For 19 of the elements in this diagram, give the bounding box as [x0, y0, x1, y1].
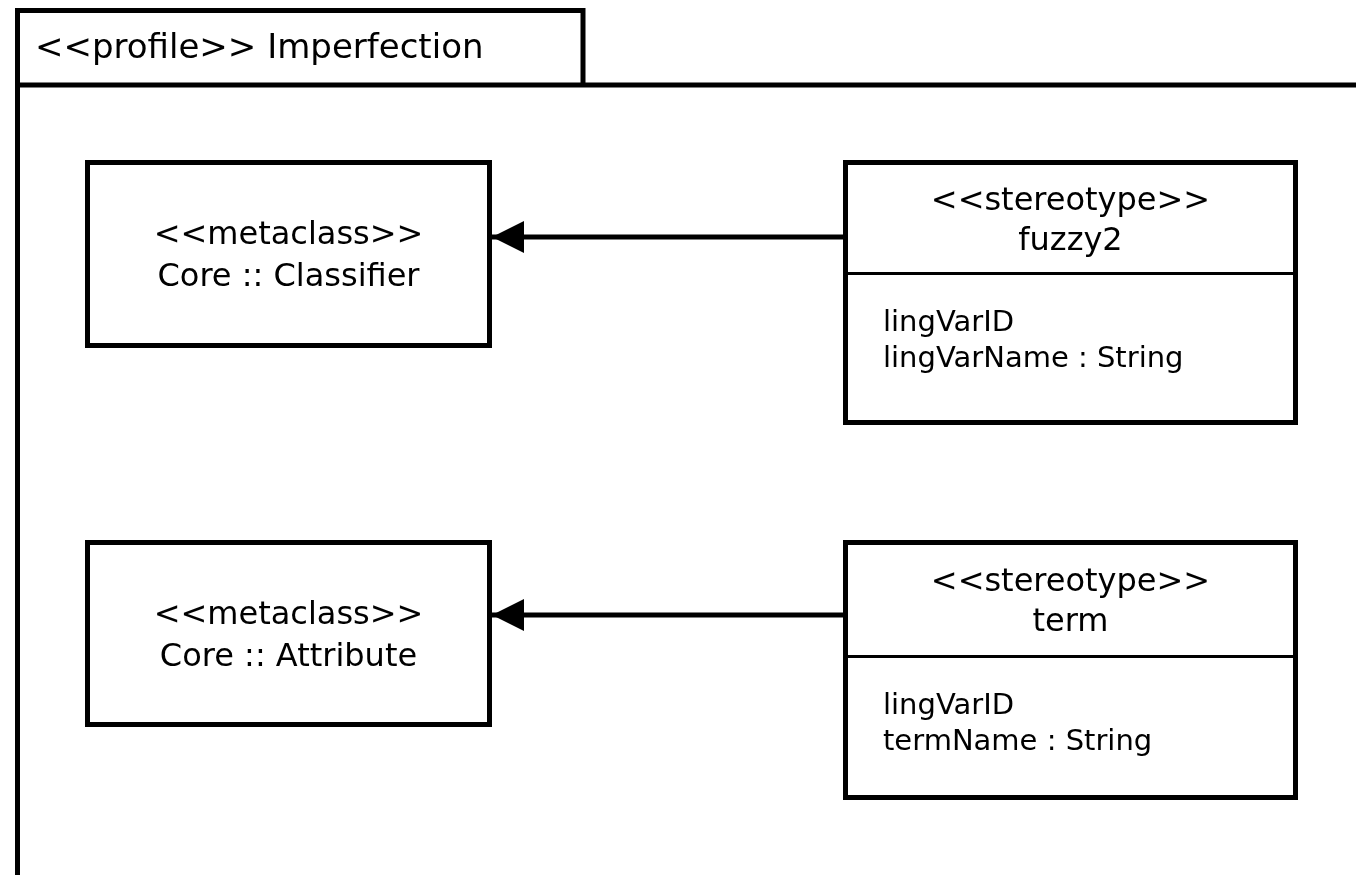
class-name: Core :: Attribute: [159, 634, 418, 676]
stereotype-box: [843, 540, 1298, 800]
attribute-text: lingVarID: [883, 686, 1016, 722]
class-name: fuzzy2: [1018, 218, 1123, 259]
class-name: term: [1032, 600, 1109, 640]
stereotype-label: <<stereotype>>: [930, 178, 1211, 219]
attribute-text: termName : String: [883, 722, 1154, 758]
arrow: [492, 599, 843, 631]
arrow: [492, 221, 843, 253]
stereotype-label: <<metaclass>>: [153, 592, 424, 634]
attribute-text: lingVarName : String: [883, 339, 1185, 375]
metaclass-box: [85, 540, 492, 727]
stereotype-label: <<metaclass>>: [153, 213, 424, 254]
metaclass-box: [85, 160, 492, 348]
class-name: Core :: Classifier: [157, 255, 420, 296]
package-name: <<profile>> Imperfection: [35, 26, 484, 66]
stereotype-label: <<stereotype>>: [930, 560, 1211, 600]
attribute-text: lingVarID: [883, 303, 1016, 339]
stereotype-box: [843, 160, 1298, 425]
